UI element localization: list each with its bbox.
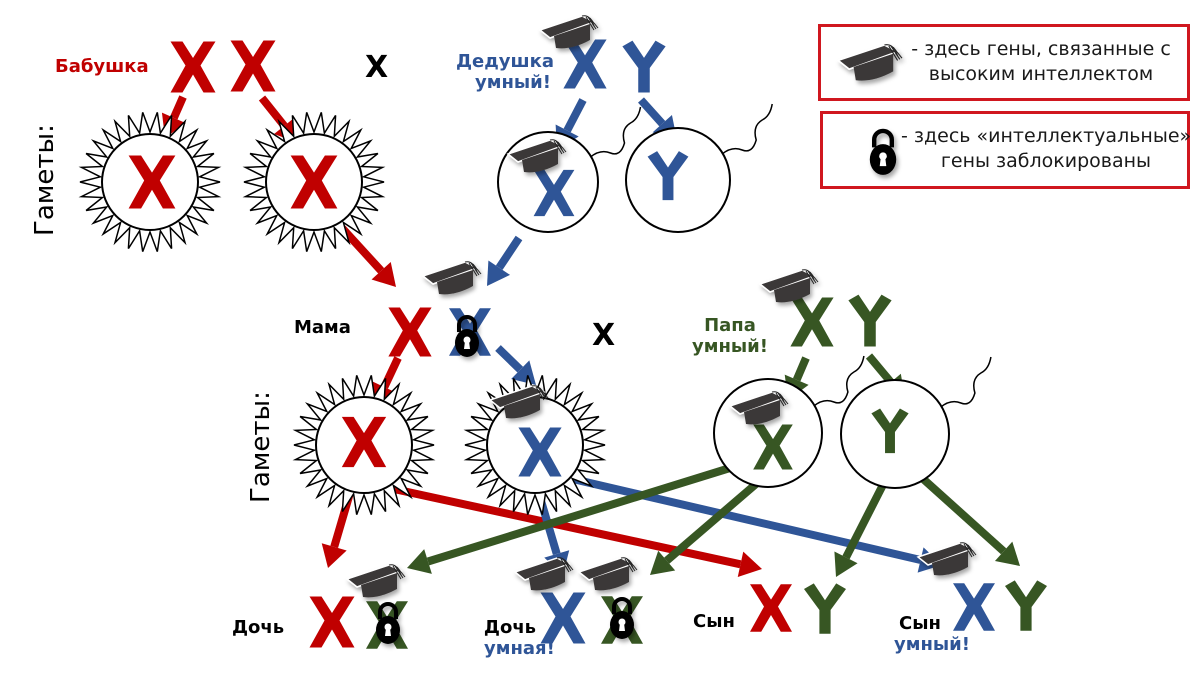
sperm-head bbox=[840, 379, 950, 489]
label-grandpa-line2: умный! bbox=[475, 71, 551, 93]
arrow-head bbox=[487, 260, 511, 286]
label-papa-line1: Папа bbox=[704, 315, 756, 336]
sperm-tail bbox=[590, 106, 642, 158]
label-daughter-2-line1: Дочь bbox=[483, 617, 537, 638]
graduation-cap-icon bbox=[346, 563, 406, 599]
legend-item-smart-genes: - здесь гены, связанные с высоким интелл… bbox=[818, 24, 1190, 101]
graduation-cap-icon bbox=[422, 260, 482, 296]
legend-text-smart-genes: - здесь гены, связанные с высоким интелл… bbox=[901, 37, 1181, 86]
graduation-cap-icon bbox=[539, 14, 599, 50]
chromosome-y-papa bbox=[848, 294, 892, 347]
label-mama: Мама bbox=[294, 317, 351, 338]
arrow-head bbox=[994, 541, 1020, 566]
chromosome-x-grandma-1 bbox=[170, 41, 216, 93]
arrow-shaft bbox=[495, 345, 524, 373]
label-grandpa-line1: Дедушка bbox=[456, 51, 554, 72]
cross-symbol-middle: X bbox=[592, 318, 616, 353]
arrow-shaft bbox=[664, 480, 759, 564]
label-daughter-1: Дочь bbox=[232, 617, 285, 638]
arrow bbox=[407, 464, 732, 574]
arrow-shaft bbox=[842, 473, 892, 560]
arrow-shaft bbox=[380, 356, 402, 389]
arrow-shaft bbox=[426, 464, 732, 566]
chromosome-x-papa bbox=[790, 297, 834, 347]
arrow bbox=[487, 235, 523, 286]
graduation-cap-icon bbox=[578, 556, 638, 592]
padlock-icon bbox=[374, 602, 402, 646]
label-grandpa: Дедушка умный! bbox=[455, 51, 555, 93]
legend-line: гены заблокированы bbox=[940, 149, 1152, 172]
arrow-shaft bbox=[865, 353, 894, 385]
chromosome-y-son2 bbox=[1005, 580, 1047, 631]
chromosome-y-grandpa bbox=[622, 40, 666, 93]
arrow-shaft bbox=[559, 472, 922, 564]
graduation-cap-icon bbox=[837, 43, 903, 82]
sperm-head bbox=[625, 127, 731, 233]
label-gametes-middle: Гаметы: bbox=[246, 391, 276, 503]
arrow-shaft bbox=[258, 95, 288, 129]
label-grandma: Бабушка bbox=[55, 56, 149, 77]
graduation-cap-icon bbox=[514, 556, 574, 592]
chromosome-y-son1 bbox=[804, 583, 846, 634]
arrow-head bbox=[407, 549, 432, 574]
graduation-cap-icon bbox=[917, 541, 977, 577]
legend-line: высоким интеллектом bbox=[928, 62, 1154, 85]
gamete-sperm-grandpa-y bbox=[625, 103, 773, 233]
label-daughter-2-line2: умная! bbox=[484, 637, 555, 659]
label-son-1: Сын bbox=[693, 611, 735, 632]
arrow bbox=[650, 480, 759, 575]
arrow-shaft bbox=[339, 225, 385, 274]
cross-symbol-top: X bbox=[365, 50, 389, 85]
sperm-tail bbox=[813, 355, 865, 407]
legend-line: - здесь «интеллектуальные» bbox=[901, 125, 1192, 147]
label-daughter-2: Дочь умная! bbox=[470, 617, 555, 659]
chromosome-x-mama-1 bbox=[388, 307, 432, 357]
label-papa-line2: умный! bbox=[692, 335, 768, 357]
arrow-shaft bbox=[170, 95, 187, 120]
legend-item-blocked-genes: - здесь «интеллектуальные» гены заблокир… bbox=[820, 111, 1191, 189]
padlock-icon bbox=[608, 597, 636, 641]
legend-line: - здесь гены, связанные с bbox=[911, 38, 1171, 60]
label-papa: Папа умный! bbox=[690, 315, 770, 357]
arrow-shaft bbox=[918, 474, 1007, 555]
label-gametes-top: Гаметы: bbox=[30, 124, 60, 236]
label-son-2: Сын умный! bbox=[880, 613, 970, 655]
arrow bbox=[339, 225, 396, 287]
arrow-shaft bbox=[792, 356, 810, 382]
arrow bbox=[495, 345, 536, 385]
gamete-sperm-papa-y bbox=[840, 356, 992, 489]
chromosome-x-daughter1-maternal bbox=[309, 596, 355, 648]
arrow-head bbox=[650, 550, 676, 575]
chromosome-x-son1 bbox=[750, 584, 792, 632]
arrow-shaft bbox=[638, 97, 666, 127]
chromosome-x-grandma-2 bbox=[230, 40, 276, 92]
arrow-shaft bbox=[563, 98, 587, 133]
sperm-tail bbox=[940, 356, 992, 408]
label-son-2-line2: умный! bbox=[894, 633, 970, 655]
arrow-head bbox=[737, 551, 762, 578]
label-son-2-line1: Сын bbox=[899, 613, 941, 634]
graduation-cap-icon bbox=[759, 268, 819, 304]
arrow bbox=[834, 473, 892, 577]
arrow-head bbox=[511, 360, 536, 385]
arrow-head bbox=[371, 261, 396, 287]
arrow-shaft bbox=[495, 235, 523, 270]
arrow bbox=[918, 474, 1020, 566]
sperm-tail bbox=[721, 103, 773, 155]
legend-text-blocked-genes: - здесь «интеллектуальные» гены заблокир… bbox=[901, 124, 1191, 173]
arrow-head bbox=[321, 543, 347, 568]
arrow-head bbox=[834, 551, 858, 577]
